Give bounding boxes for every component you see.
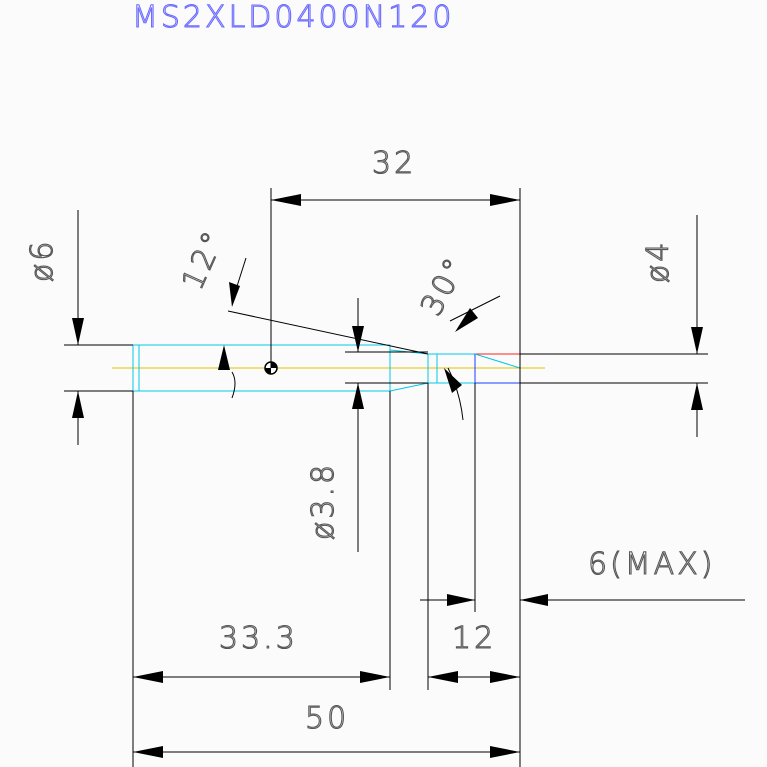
neck-outline (389, 349, 476, 392)
flute-length-label: 12 (452, 621, 496, 656)
overall-length-label: 50 (305, 701, 349, 736)
flute-angle-label: 12° (175, 224, 232, 295)
dimension-arrowheads (72, 194, 703, 758)
reach-length-label: 33.3 (219, 621, 298, 656)
neck-length-label: 32 (372, 146, 416, 181)
part-code-title: MS2XLD0400N120 (132, 0, 454, 35)
tool-body (112, 344, 545, 392)
shank-diameter-label: ø6 (25, 239, 60, 282)
cut-diameter-label: ø4 (641, 240, 676, 283)
dimension-lines (64, 188, 745, 767)
tip-angle-label: 30° (414, 250, 474, 321)
tip-taper-line (474, 353, 521, 369)
neck-diameter-label: ø3.8 (306, 462, 341, 540)
max-depth-label: 6(MAX) (588, 547, 715, 582)
